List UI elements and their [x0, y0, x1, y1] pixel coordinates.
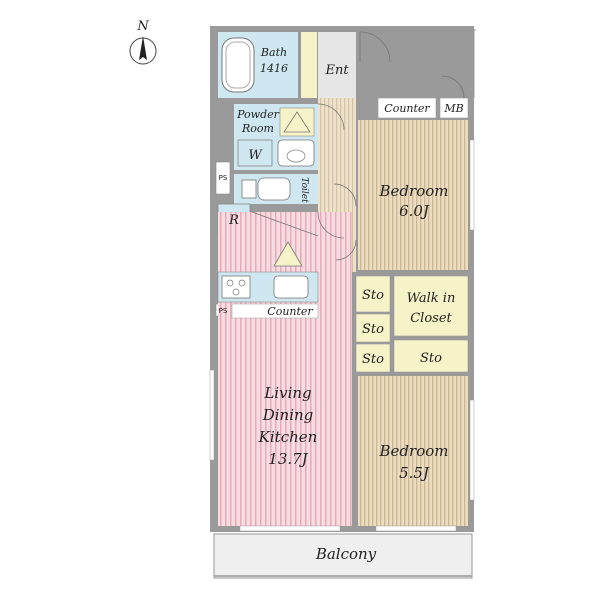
window-ldk-side	[209, 369, 215, 461]
bedroom-north-size: 6.0J	[399, 202, 430, 220]
storage-4-label: Sto	[420, 351, 442, 366]
counter-strip	[231, 303, 319, 319]
toilet-label: Toilet	[299, 177, 309, 203]
storage-2	[355, 313, 391, 343]
pipe-space-lower-label: PS	[219, 307, 228, 315]
walk-in-closet-label-2: Closet	[410, 311, 452, 326]
stove-icon	[221, 275, 251, 299]
kitchen-sink-icon	[273, 275, 309, 299]
entrance-label: Ent	[324, 63, 349, 78]
window-ldk	[239, 525, 341, 532]
storage-2-label: Sto	[362, 322, 384, 337]
pipe-space-upper	[215, 161, 231, 195]
refrigerator-label: R	[228, 213, 239, 228]
balcony	[213, 533, 473, 579]
window-bedroom-south	[375, 525, 457, 532]
kitchen-light-icon	[273, 241, 303, 267]
sink-icon	[277, 139, 315, 167]
storage-3	[355, 343, 391, 373]
ldk-label-2: Dining	[262, 406, 314, 424]
ldk-label-3: Kitchen	[258, 428, 318, 446]
entrance-step	[301, 32, 317, 98]
window-bedroom-north	[469, 139, 475, 231]
north-counter	[377, 97, 437, 119]
ldk-size: 13.7J	[268, 450, 308, 468]
compass: N	[129, 19, 157, 65]
meter-box-label: MB	[443, 102, 463, 115]
compass-needle-icon	[139, 36, 147, 60]
bedroom-north-label: Bedroom	[379, 182, 449, 200]
window-bedroom-south-side	[469, 399, 475, 501]
bath-label: Bath	[260, 46, 287, 59]
storage-1-label: Sto	[362, 288, 384, 303]
bedroom-south	[358, 376, 468, 526]
entrance-area	[318, 32, 356, 98]
door-swings	[251, 31, 465, 261]
toilet-icon	[257, 177, 291, 201]
compass-label: N	[136, 19, 149, 34]
bathtub-icon	[221, 37, 255, 93]
balcony-label: Balcony	[315, 545, 377, 563]
meter-box	[439, 97, 469, 119]
pipe-space-upper-label: PS	[219, 174, 228, 182]
bath-size: 1416	[260, 62, 288, 75]
bedroom-south-label: Bedroom	[379, 442, 449, 460]
walk-in-closet-label-1: Walk in	[407, 291, 456, 306]
powder-room-label-2: Room	[241, 122, 274, 135]
storage-4	[393, 339, 469, 373]
storage-1	[355, 275, 391, 313]
kitchen-counter-label: Counter	[267, 305, 313, 318]
walk-in-closet	[393, 275, 469, 337]
north-counter-label: Counter	[384, 102, 430, 115]
powder-room-label-1: Powder	[236, 108, 280, 121]
bedroom-south-size: 5.5J	[399, 464, 430, 482]
bedroom-north	[358, 120, 468, 270]
ldk-label-1: Living	[263, 384, 311, 402]
storage-3-label: Sto	[362, 352, 384, 367]
corridor	[318, 98, 356, 212]
washer-box	[237, 139, 273, 167]
washer-label: W	[248, 148, 263, 163]
